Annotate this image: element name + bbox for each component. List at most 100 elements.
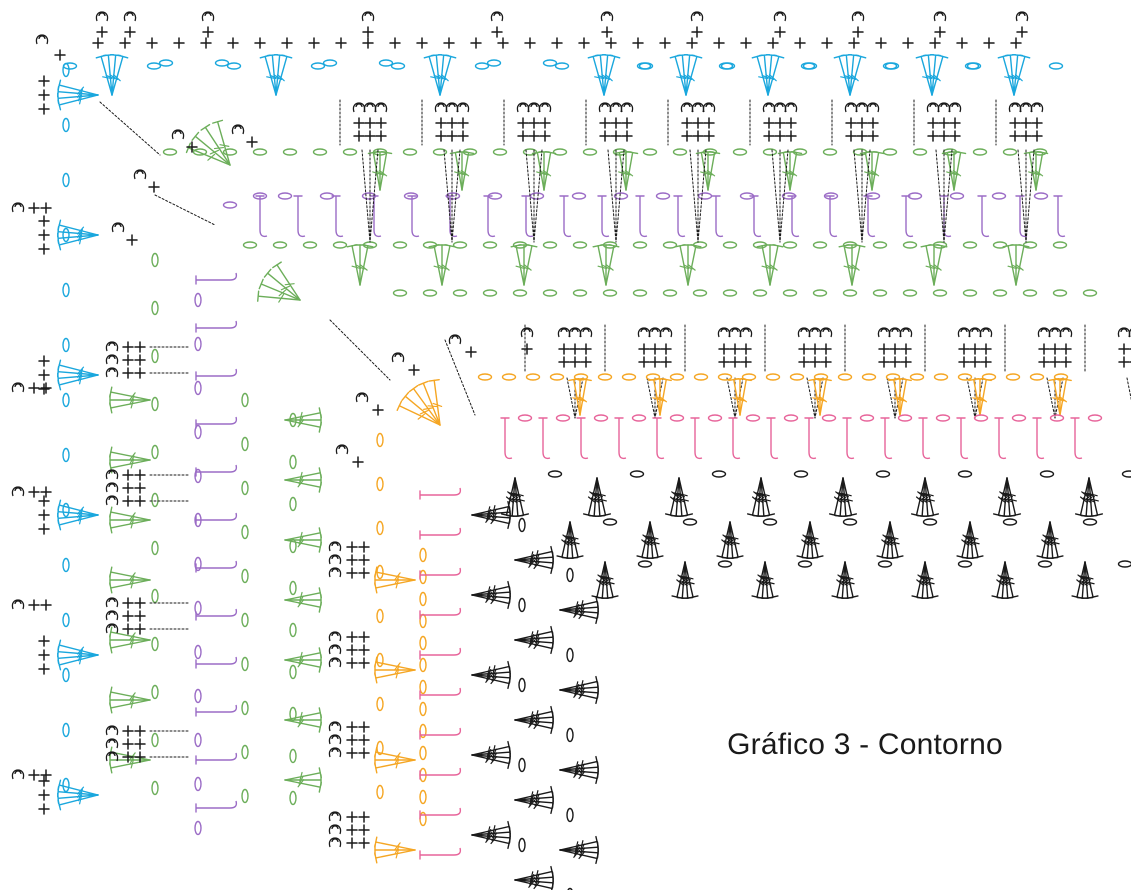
chain-stitch [310,62,326,70]
treble-crochet [58,84,99,96]
double-crochet [401,391,410,401]
post-stitch [196,608,238,617]
chain-stitch [872,241,888,249]
double-crochet [276,264,301,301]
treble-crochet [669,477,680,516]
chain-stitch [693,373,709,381]
chain-stitch [672,148,688,156]
picot [557,327,571,338]
treble-crochet [767,55,780,96]
treble-crochet [58,504,99,516]
chain-stitch [518,517,526,533]
connector [886,377,896,419]
chain-stitch [194,820,202,836]
chain-stitch [1117,560,1131,568]
post-stitch [829,196,838,238]
connector [943,149,953,243]
treble-crochet [507,837,511,850]
treble-crochet [753,491,762,499]
connector [443,149,453,243]
double-crochet [427,405,438,408]
chain-stitch [422,289,438,297]
chain-stitch [158,59,174,67]
double-crochet [297,779,305,788]
chain-stitch [62,117,70,133]
double-crochet [738,395,748,403]
post-stitch [601,196,610,238]
treble-crochet [676,561,686,598]
post-stitch [196,560,238,569]
treble-crochet [57,499,62,511]
post-stitch [639,196,648,238]
treble-crochet [756,579,765,587]
picot [374,102,388,113]
double-crochet [187,147,231,166]
treble-crochet [514,719,553,730]
treble-crochet [485,834,493,843]
chain-stitch [964,62,980,70]
picot [105,495,119,506]
treble-crochet [507,517,511,530]
double-crochet [284,599,321,608]
treble-crochet [916,579,925,587]
chain-stitch [241,700,249,716]
double-crochet [428,379,440,382]
picot [231,124,245,135]
connector [697,149,707,243]
picot [888,327,902,338]
treble-crochet [685,55,698,96]
picot [520,327,534,338]
picot [739,327,753,338]
treble-crochet [996,579,1005,587]
treble-crochet [77,226,85,235]
treble-crochet [837,574,846,582]
treble-crochet [917,491,926,499]
double-crochet [660,377,672,382]
chain-stitch [837,373,853,381]
chain-stitch [555,414,571,422]
treble-crochet [676,579,685,587]
treble-crochet [573,769,581,778]
chain-stitch [445,192,461,200]
chain-stitch [865,192,881,200]
double-crochet [297,659,305,668]
double-crochet [297,479,305,488]
chain-stitch [797,560,813,568]
chain-stitch [1049,414,1065,422]
treble-crochet [757,574,766,582]
treble-crochet [721,521,731,558]
chain-stitch [1121,470,1131,478]
chain-stitch [194,600,202,616]
chain-stitch [241,568,249,584]
post-stitch [420,807,462,816]
post-stitch [563,196,572,238]
double-crochet [297,419,305,428]
chain-stitch [897,414,913,422]
connector [935,149,945,243]
connector [779,149,789,243]
treble-crochet [1013,55,1026,96]
double-crochet [216,121,231,166]
connector [533,149,543,243]
chain-stitch [419,789,427,805]
treble-crochet [937,54,949,59]
double-crochet [297,539,305,548]
chain-stitch [512,289,528,297]
picot [609,102,623,113]
double-crochet [769,245,779,286]
post-stitch [504,418,513,460]
picot [328,567,342,578]
chain-stitch [241,436,249,452]
double-crochet [854,244,866,248]
connector [966,377,976,419]
chain-stitch [718,62,734,70]
double-crochet [379,151,388,191]
double-crochet [1034,169,1044,177]
treble-crochet [849,55,862,96]
treble-crochet [562,534,571,542]
treble-crochet [589,491,598,499]
chain-stitch [637,560,653,568]
double-crochet [1035,151,1044,191]
post-stitch [420,727,462,736]
treble-crochet [997,574,1006,582]
